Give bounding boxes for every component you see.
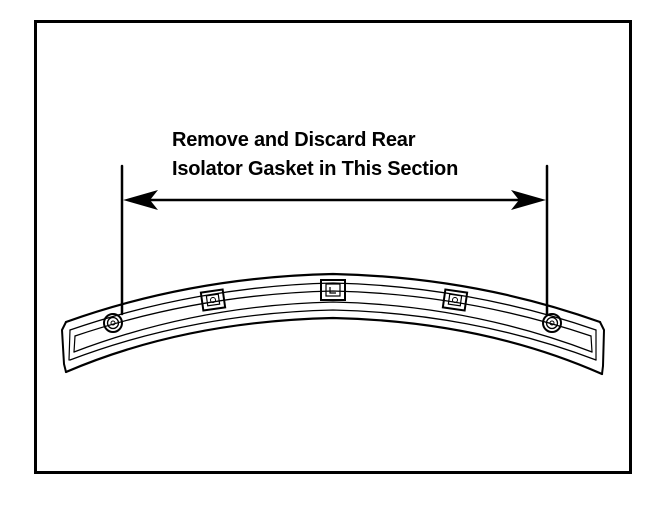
illustration-frame <box>34 20 632 474</box>
right-arrowhead-icon <box>511 190 546 210</box>
callout-line-1: Remove and Discard Rear <box>172 129 416 151</box>
left-arrowhead-icon <box>123 190 158 210</box>
left-square-clip-icon <box>199 288 227 312</box>
callout-line-2: Isolator Gasket in This Section <box>172 158 459 180</box>
right-round-fastener-icon <box>542 313 562 333</box>
left-round-fastener-icon <box>103 313 123 333</box>
center-square-clip-icon <box>320 279 346 301</box>
right-square-clip-icon <box>441 288 469 312</box>
isolator-gasket <box>61 272 605 376</box>
callout-label: Remove and Discard Rear Isolator Gasket … <box>172 126 458 184</box>
